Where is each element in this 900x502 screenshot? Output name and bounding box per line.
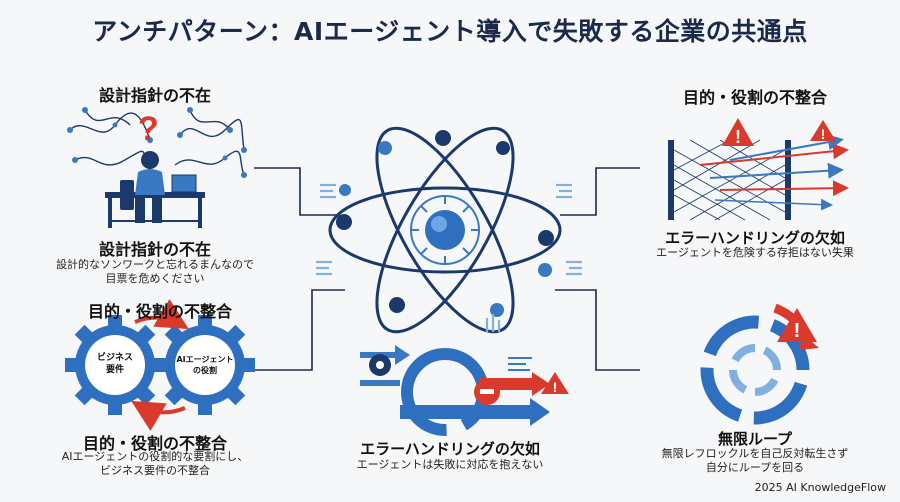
warning-icon: ! bbox=[777, 308, 817, 342]
data-dash-marks bbox=[316, 183, 582, 332]
desc-error-handling-center: エージェントは失敗に対応を抱えない bbox=[356, 458, 544, 471]
desc-error-handling-right: エージェントを危険する存拒はない失果 bbox=[656, 246, 854, 259]
section-heading-role-mismatch-right: 目的・役割の不整合 bbox=[682, 88, 827, 107]
desc-design-guidelines-1: 設計的なソンワークと忘れるまんなので bbox=[56, 258, 254, 271]
cycle-stop-illustration: ! bbox=[360, 345, 569, 437]
person-at-desk-illustration: ? bbox=[67, 107, 247, 228]
broken-fence-illustration: ! ! bbox=[668, 118, 849, 221]
label-role-mismatch: 目的・役割の不整合 bbox=[82, 434, 227, 453]
desc-infinite-loop-1: 無限レフロックルを自己反対転生さず bbox=[661, 447, 849, 460]
label-error-handling-center: エラーハンドリングの欠如 bbox=[360, 440, 540, 458]
svg-text:!: ! bbox=[821, 126, 826, 142]
footer-credit: 2025 AI KnowledgeFlow bbox=[754, 481, 886, 494]
central-atom bbox=[328, 126, 562, 334]
gear-icon bbox=[369, 354, 391, 376]
warning-icon: ! bbox=[541, 372, 569, 395]
desc-infinite-loop-2: 自分にループを回る bbox=[705, 461, 805, 474]
page-title: アンチパターン：AIエージェント導入で失敗する企業の共通点 bbox=[92, 17, 808, 46]
stop-icon bbox=[474, 379, 500, 405]
infinite-loop-illustration: ! bbox=[699, 303, 819, 426]
gear-label-ai-role: AIエージェント の役割 bbox=[176, 355, 234, 375]
section-heading-design-guidelines: 設計指針の不在 bbox=[98, 86, 211, 105]
desc-role-mismatch-1: AIエージェントの役割的な要割にし、 bbox=[61, 450, 249, 463]
warning-icon: ! bbox=[810, 120, 836, 142]
label-infinite-loop: 無限ループ bbox=[717, 430, 793, 448]
desc-role-mismatch-2: ビジネス要件の不整合 bbox=[100, 464, 210, 477]
svg-text:!: ! bbox=[735, 127, 741, 147]
svg-text:!: ! bbox=[794, 320, 801, 342]
label-error-handling-right: エラーハンドリングの欠如 bbox=[665, 229, 845, 247]
warning-icon: ! bbox=[722, 118, 754, 147]
section-heading-role-mismatch: 目的・役割の不整合 bbox=[87, 302, 232, 321]
gear-label-business: ビジネス 要件 bbox=[96, 353, 133, 375]
label-design-guidelines: 設計指針の不在 bbox=[98, 240, 211, 259]
svg-text:!: ! bbox=[553, 379, 558, 395]
desc-design-guidelines-2: 目票を危めください bbox=[105, 272, 205, 285]
svg-text:?: ? bbox=[138, 110, 159, 148]
connector-lines bbox=[254, 167, 640, 371]
